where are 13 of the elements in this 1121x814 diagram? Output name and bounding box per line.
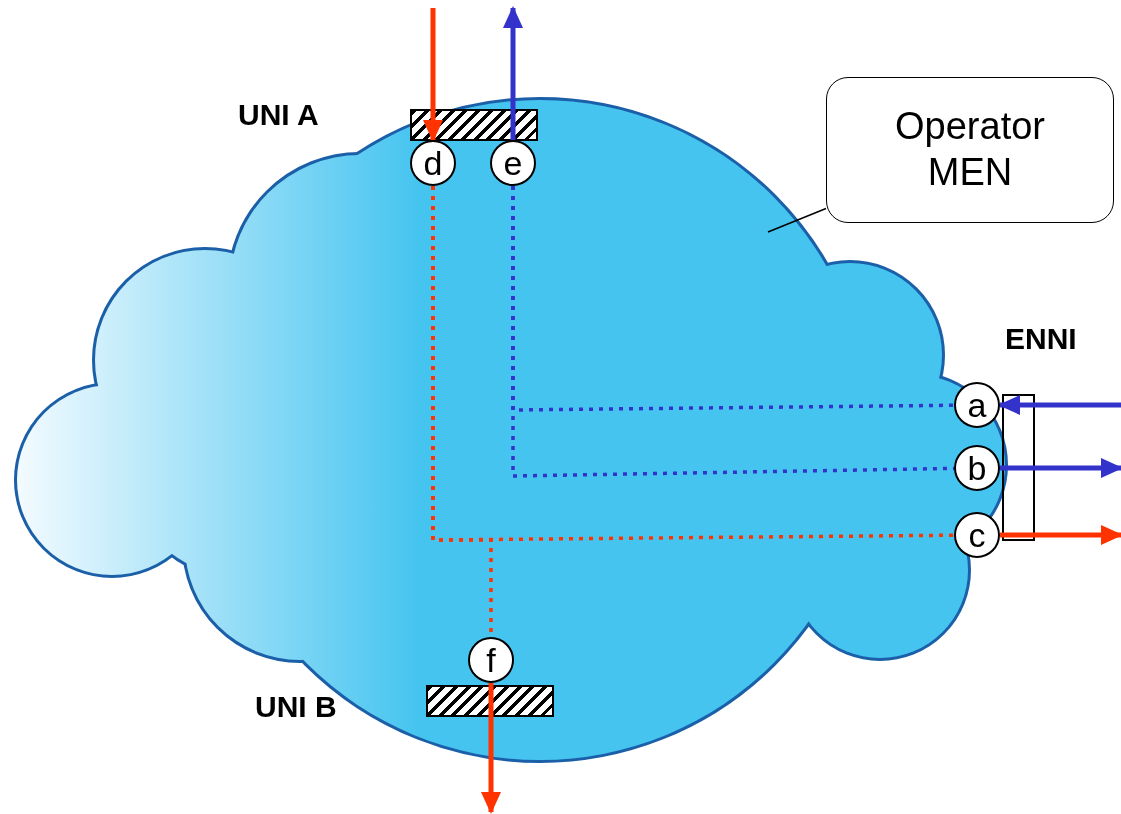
arrow	[1000, 458, 1121, 478]
arrow	[423, 8, 443, 142]
port-bar	[426, 685, 554, 717]
arrow	[503, 6, 523, 140]
arrow	[481, 683, 501, 814]
callout-box: Operator MEN	[826, 77, 1114, 223]
port-label: UNI A	[238, 98, 319, 133]
dotted-path	[511, 186, 955, 478]
arrow	[1000, 525, 1121, 545]
interface-label: ENNI	[1005, 322, 1077, 357]
port-label: UNI B	[255, 690, 337, 725]
port-bar	[410, 109, 538, 141]
arrow	[998, 395, 1121, 415]
